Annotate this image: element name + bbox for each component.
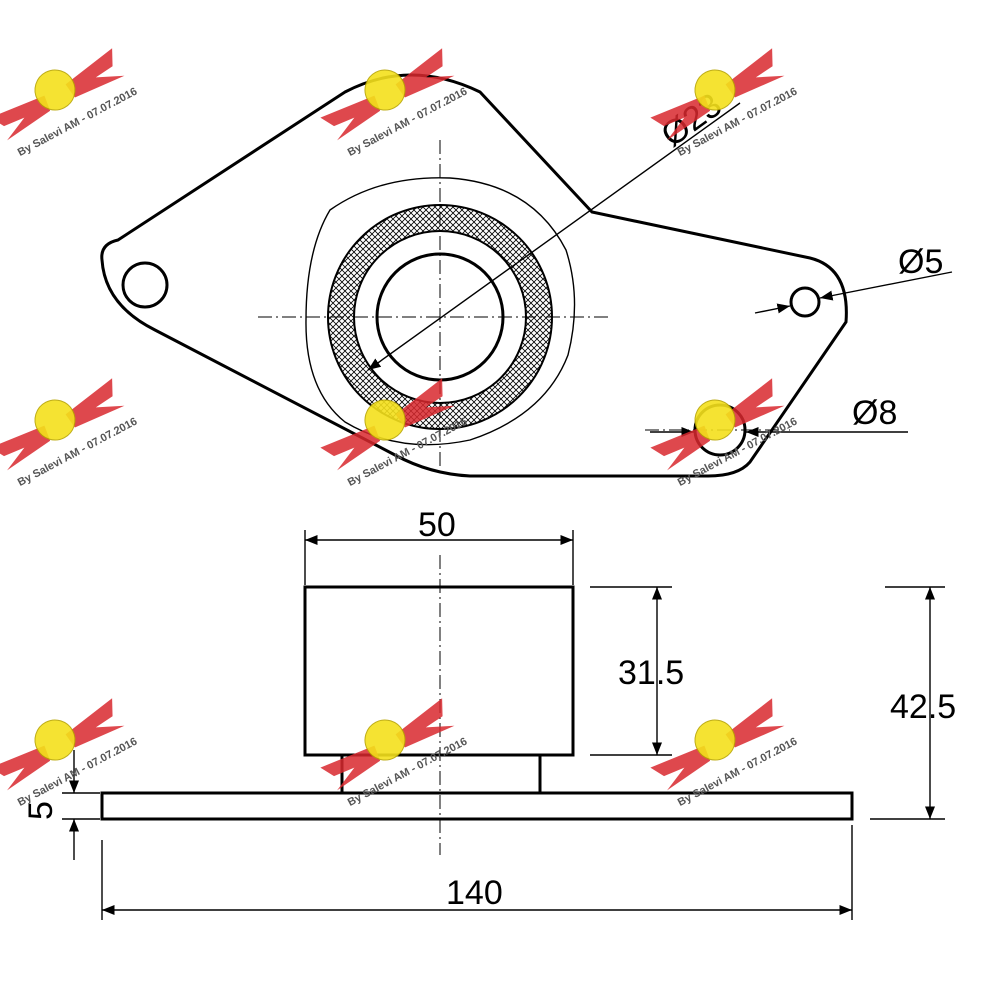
watermark-wing-icon [0,745,51,791]
watermark-caption: By Salevi AM - 07.07.2016 [16,736,140,809]
watermark-wing-icon [725,48,785,98]
watermark-logo: By Salevi AM - 07.07.2016 [650,48,799,159]
watermark-wing-icon [725,378,785,428]
watermark-badge-icon [364,69,406,111]
watermark-wing-icon [320,745,381,791]
dim-mid-hole-label: Ø8 [852,394,897,432]
watermark-wing-icon [650,745,711,791]
watermark-wing-icon [0,95,51,141]
watermark-wing-icon [395,698,455,748]
dim-small-hole-leader-2 [819,271,953,301]
watermark-logo: By Salevi AM - 07.07.2016 [0,48,140,159]
dim-bearing-leader [367,102,741,371]
base-plate [100,791,854,821]
watermark-badge-icon [694,399,736,441]
watermark-wing-icon [650,95,711,141]
mount-hole-small [789,286,821,318]
dim-plate-length-label: 140 [446,874,503,912]
dim-width-label: 50 [418,506,456,544]
watermark-wing-icon [725,698,785,748]
watermark-wing-icon [0,425,51,471]
watermark-badge-icon [364,399,406,441]
watermark-caption: By Salevi AM - 07.07.2016 [346,86,470,159]
watermark-wing-icon [650,425,711,471]
watermark-layer: By Salevi AM - 07.07.2016 By Salevi AM - … [0,48,800,809]
watermark-badge-icon [34,719,76,761]
watermark-caption: By Salevi AM - 07.07.2016 [16,416,140,489]
watermark-wing-icon [395,48,455,98]
watermark-badge-icon [364,719,406,761]
dim-plate-thickness-label: 5 [22,801,60,820]
watermark-wing-icon [395,378,455,428]
watermark-logo: By Salevi AM - 07.07.2016 [320,48,470,159]
watermark-caption: By Salevi AM - 07.07.2016 [346,736,470,809]
dim-small-hole-leader [754,303,791,314]
top-view: Ø23 Ø5 Ø8 [100,73,953,478]
side-view: 50 31.5 42.5 5 140 [22,506,956,920]
dim-small-hole-label: Ø5 [898,243,943,281]
watermark-caption: By Salevi AM - 07.07.2016 [346,416,470,489]
pulley-outline [305,177,576,446]
watermark-badge-icon [694,719,736,761]
watermark-badge-icon [34,69,76,111]
bracket-outline [100,73,848,478]
watermark-badge-icon [34,399,76,441]
watermark-caption: By Salevi AM - 07.07.2016 [676,736,800,809]
watermark-wing-icon [320,95,381,141]
watermark-wing-icon [65,48,125,98]
watermark-wing-icon [65,378,125,428]
watermark-badge-icon [694,69,736,111]
mount-hole-left [121,261,169,309]
watermark-logo: By Salevi AM - 07.07.2016 [0,378,140,489]
dim-pulley-height-label: 31.5 [618,654,684,692]
watermark-wing-icon [320,425,381,471]
watermark-wing-icon [65,698,125,748]
watermark-caption: By Salevi AM - 07.07.2016 [16,86,140,159]
dim-total-height-label: 42.5 [890,688,956,726]
